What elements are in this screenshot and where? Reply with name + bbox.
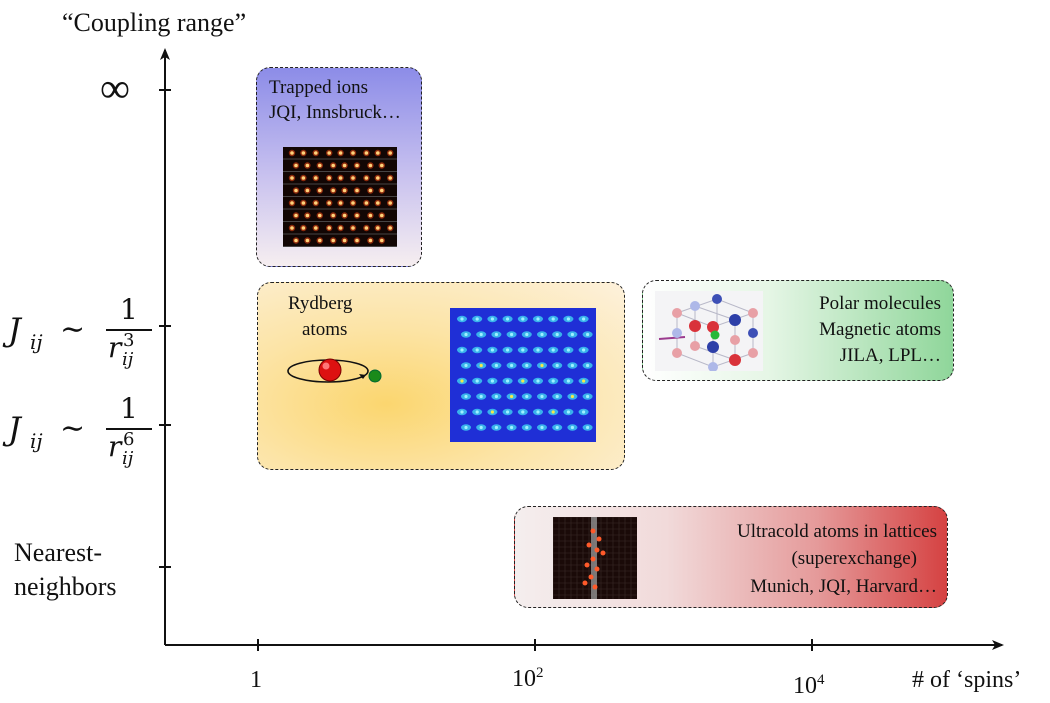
ion-crystal-image	[283, 147, 397, 247]
y-axis-title: “Coupling range”	[62, 8, 247, 37]
eq-j-sub: ij	[30, 330, 43, 354]
x-tick-100-exp: 2	[536, 665, 544, 681]
trapped-ions-box: Trapped ions JQI, Innsbruck…	[256, 67, 422, 267]
ultracold-title: Ultracold atoms in lattices	[737, 521, 937, 542]
eq-r: r	[108, 430, 122, 463]
polar-lattice-image	[655, 291, 763, 371]
trapped-ions-title: Trapped ions	[269, 77, 369, 98]
x-tick-label-100: 102	[512, 665, 544, 692]
nearest-label-line2: neighbors	[14, 572, 117, 601]
x-tick-label-1: 1	[250, 667, 262, 693]
eq-sim: ∼	[60, 411, 86, 446]
x-axis-title: # of ‘spins’	[912, 667, 1022, 693]
eq-sim: ∼	[60, 312, 86, 347]
eq-j-sub: ij	[30, 429, 43, 453]
rydberg-atom-icon	[287, 358, 382, 383]
infinity-label: ∞	[100, 66, 130, 112]
ultracold-subtitle: (superexchange)	[791, 548, 917, 569]
equation-r6: J ij ∼ 1 r 6 ij	[8, 395, 168, 475]
polar-molecules-box: Polar molecules Magnetic atoms JILA, LPL…	[642, 280, 954, 381]
polar-title-line2: Magnetic atoms	[819, 319, 941, 340]
eq-numerator: 1	[120, 293, 138, 326]
ultracold-atoms-box: Ultracold atoms in lattices (superexchan…	[514, 506, 948, 608]
rydberg-box: Rydberg atoms	[257, 282, 625, 470]
rydberg-title-line1: Rydberg	[288, 293, 353, 314]
x-tick-label-10000: 104	[793, 672, 825, 699]
x-tick-10000-base: 10	[793, 673, 817, 699]
eq-r-exp: 6	[123, 429, 135, 450]
ultracold-labs: Munich, JQI, Harvard…	[750, 576, 937, 597]
ultracold-lattice-image	[553, 517, 637, 599]
polar-labs: JILA, LPL…	[839, 345, 941, 366]
rydberg-title-line2: atoms	[302, 319, 348, 340]
x-tick-100-base: 10	[512, 666, 536, 692]
eq-r-sub: ij	[122, 448, 134, 469]
nearest-label-line1: Nearest-	[14, 538, 103, 567]
eq-j: J	[8, 311, 21, 349]
eq-r-sub: ij	[122, 349, 134, 370]
eq-r-exp: 3	[123, 330, 135, 351]
trapped-ions-labs: JQI, Innsbruck…	[269, 102, 401, 123]
polar-title-line1: Polar molecules	[819, 293, 941, 314]
fraction-bar	[106, 329, 152, 331]
x-tick-10000-exp: 4	[817, 672, 825, 688]
equation-r3: J ij ∼ 1 r 3 ij	[8, 296, 168, 376]
eq-numerator: 1	[120, 392, 138, 425]
fraction-bar	[106, 428, 152, 430]
rydberg-array-image	[450, 308, 596, 442]
eq-j: J	[8, 410, 21, 448]
eq-r: r	[108, 331, 122, 364]
